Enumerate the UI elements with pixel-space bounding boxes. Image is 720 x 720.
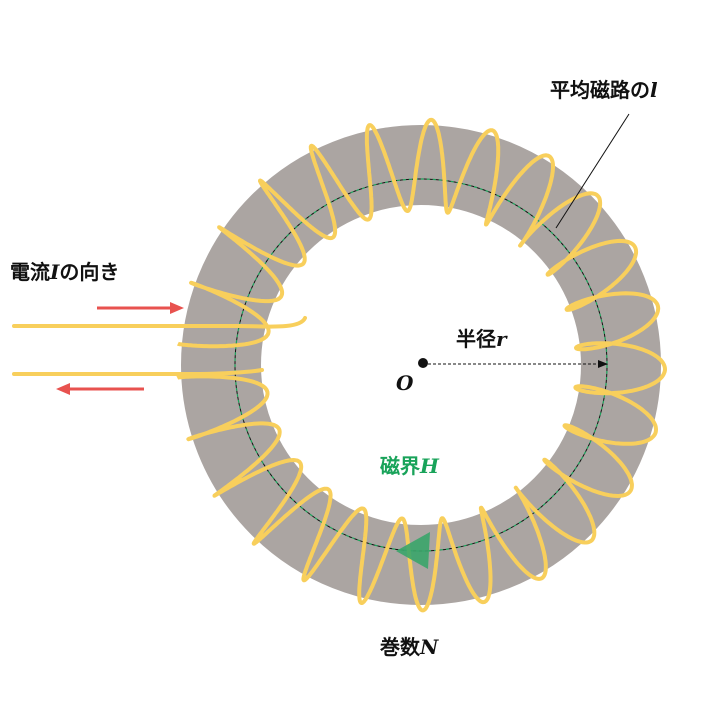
center-point	[418, 358, 428, 368]
coil-winding	[175, 117, 667, 613]
field-label: 磁界H	[380, 454, 440, 478]
current-out-arrow-icon	[56, 383, 144, 395]
current-in-arrow-icon	[97, 302, 184, 314]
field-arrow-icon	[396, 532, 430, 569]
radius-arrowhead-icon	[598, 360, 608, 368]
current-direction-label: 電流Iの向き	[10, 260, 119, 284]
center-label: O	[396, 371, 414, 395]
lead-wire-out	[12, 368, 264, 376]
mean-path-label: 平均磁路のl	[550, 78, 658, 102]
mean-path-leader	[555, 113, 630, 229]
radius-label: 半径r	[456, 327, 508, 351]
turns-label: 巻数N	[379, 635, 439, 659]
coil-helix	[175, 117, 667, 613]
lead-wire-in	[12, 316, 307, 329]
